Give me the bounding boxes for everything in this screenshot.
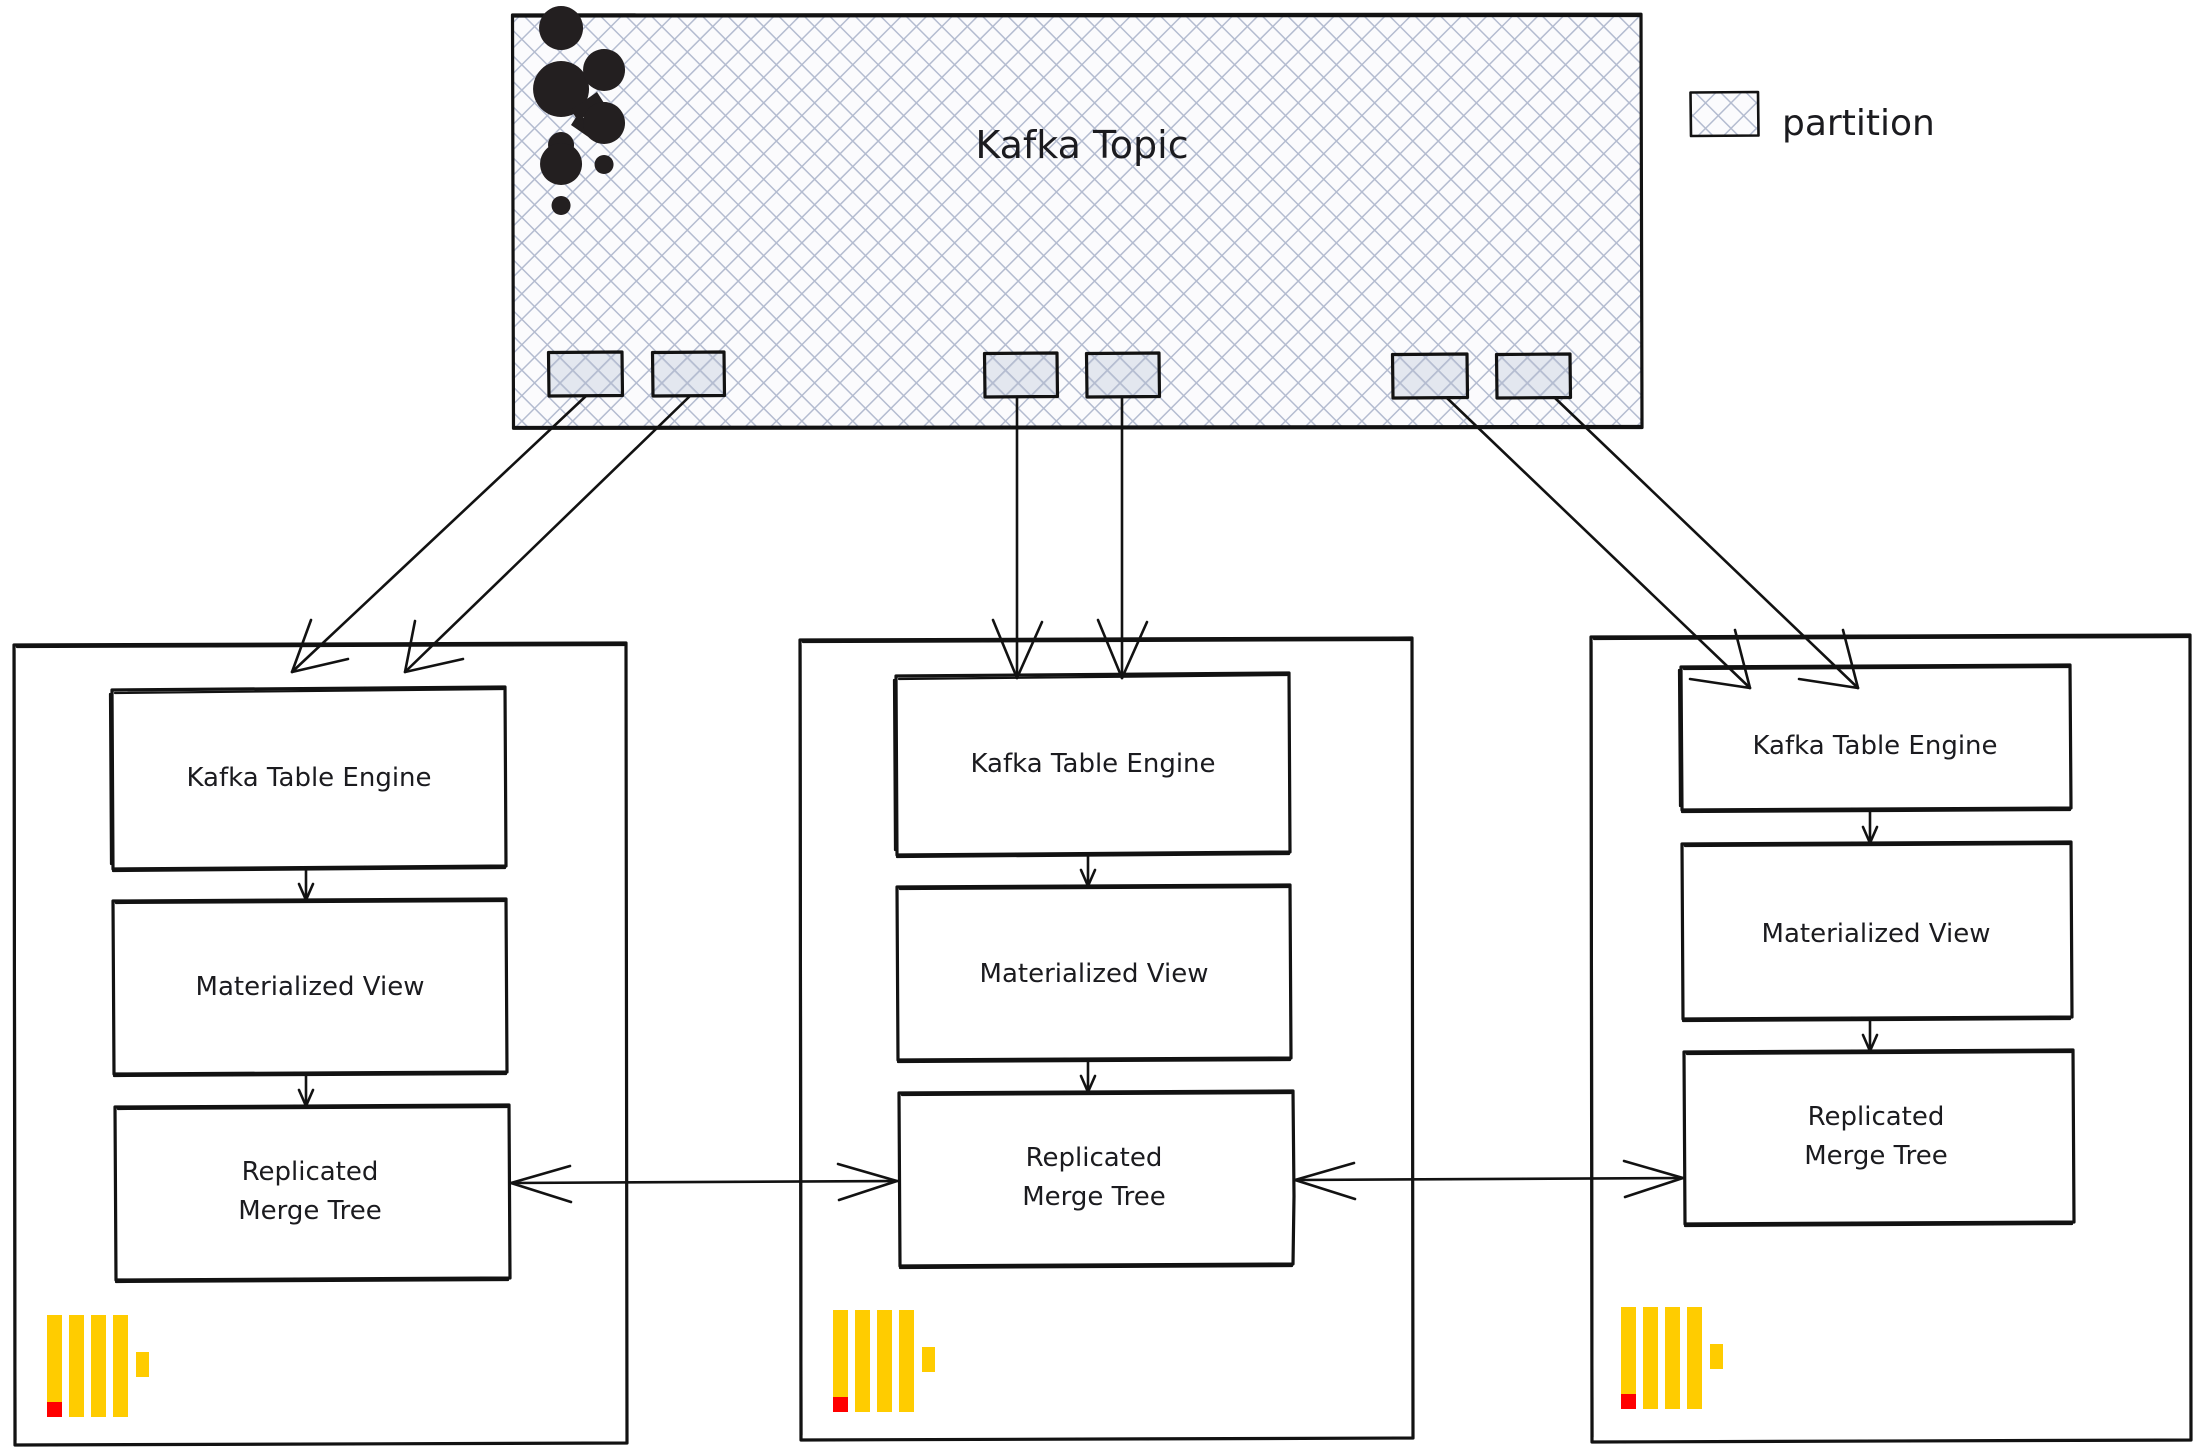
box-label-line1: Replicated [1808, 1102, 1945, 1132]
box-label-line1: Replicated [242, 1157, 379, 1187]
arrow-p0-to-node1 [290, 394, 588, 674]
arrow-p3-to-node2 [1096, 395, 1149, 680]
arrow-node1-to-node2-replication [509, 1162, 899, 1204]
arrow-p1-to-node1 [403, 394, 692, 674]
arrow-node1-mv-to-rmt [297, 1072, 315, 1108]
kafka-partition-p1[interactable] [650, 350, 727, 398]
arrow-p5-to-node3 [1553, 396, 1860, 690]
box-label-line2: Merge Tree [1804, 1141, 1948, 1171]
arrow-node3-mv-to-rmt [1861, 1017, 1879, 1053]
kafka-partition-p3[interactable] [1084, 351, 1162, 399]
box-label: Materialized View [196, 972, 425, 1002]
node-2-clickhouse-logo [833, 1310, 935, 1412]
box-label: Kafka Table Engine [970, 749, 1215, 779]
box-label: Materialized View [980, 959, 1209, 989]
box-label: Materialized View [1762, 919, 1991, 949]
kafka-partition-p0[interactable] [546, 350, 625, 398]
box-label-line2: Merge Tree [1022, 1182, 1166, 1212]
legend-swatch [1689, 90, 1760, 138]
arrow-node2-to-node3-replication [1293, 1159, 1685, 1201]
kafka-logo [533, 6, 626, 215]
arrow-p4-to-node3 [1445, 396, 1752, 690]
node-1-kafka-table-engine[interactable]: Kafka Table Engine [108, 685, 508, 873]
node-2-materialized-view[interactable]: Materialized View [895, 883, 1293, 1064]
box-label: Kafka Table Engine [1752, 731, 1997, 761]
kafka-partition-p4[interactable] [1390, 352, 1470, 400]
kafka-topic-label: Kafka Topic [975, 123, 1188, 167]
node-1-materialized-view[interactable]: Materialized View [111, 897, 509, 1078]
arrow-node2-mv-to-rmt [1079, 1058, 1097, 1094]
node-3-clickhouse-logo [1621, 1307, 1723, 1409]
node-1-clickhouse-logo [47, 1315, 149, 1417]
node-3[interactable] [1589, 633, 2193, 1444]
box-label-line2: Merge Tree [238, 1196, 382, 1226]
arrow-node1-kte-to-mv [297, 867, 315, 902]
node-1-replicated-merge-tree[interactable]: Replicated Merge Tree [113, 1103, 512, 1284]
kafka-partition-p2[interactable] [982, 351, 1060, 399]
arrow-node3-kte-to-mv [1861, 808, 1879, 845]
arrow-node2-kte-to-mv [1079, 853, 1097, 888]
node-1[interactable] [12, 641, 629, 1447]
node-2[interactable] [798, 636, 1415, 1442]
node-2-replicated-merge-tree[interactable]: Replicated Merge Tree [897, 1089, 1296, 1270]
node-3-materialized-view[interactable]: Materialized View [1680, 840, 2074, 1023]
node-3-kafka-table-engine[interactable]: Kafka Table Engine [1677, 663, 2073, 814]
node-3-replicated-merge-tree[interactable]: Replicated Merge Tree [1682, 1048, 2076, 1228]
arrow-p2-to-node2 [991, 395, 1044, 680]
kafka-partition-p5[interactable] [1494, 352, 1573, 400]
box-label-line1: Replicated [1026, 1143, 1163, 1173]
node-2-kafka-table-engine[interactable]: Kafka Table Engine [892, 671, 1292, 859]
box-label: Kafka Table Engine [186, 763, 431, 793]
legend-label: partition [1782, 103, 1935, 144]
